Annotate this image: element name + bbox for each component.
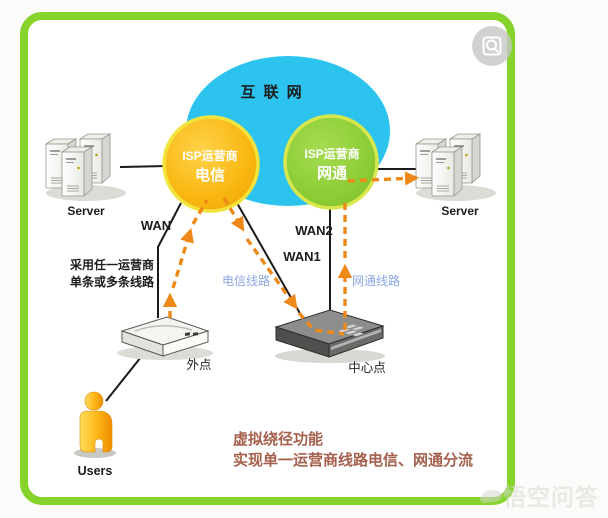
link-leftserver-telecom — [119, 165, 168, 168]
server-group-right: Server — [415, 133, 496, 218]
router-center: 中心点 — [274, 309, 386, 375]
server-tower-icon — [431, 146, 463, 197]
link-telecom-outer-wan — [157, 202, 182, 318]
server-left-label: Server — [67, 204, 105, 218]
operator-note-line1: 采用任一运营商 — [69, 257, 154, 272]
wukong-qa-watermark: 悟空问答 — [480, 484, 599, 510]
isp-telecom-circle: ISP运营商 电信 — [162, 115, 260, 213]
wan1-label: WAN1 — [283, 249, 321, 264]
wan-label: WAN — [141, 218, 171, 233]
arrow-uturn-in-center — [297, 311, 345, 336]
telecom-line-label: 电信线路 — [222, 273, 270, 288]
wukong-watermark-text: 悟空问答 — [503, 484, 599, 510]
isp-netcom-line2: 网通 — [317, 165, 347, 182]
isp-telecom-line2: 电信 — [195, 166, 225, 184]
isp-telecom-line1: ISP运营商 — [182, 148, 237, 163]
wukong-cloud-icon-bump — [480, 495, 492, 503]
caption-line2: 实现单一运营商线路电信、网通分流 — [233, 451, 473, 469]
caption: 虚拟绕径功能 实现单一运营商线路电信、网通分流 — [233, 430, 473, 469]
users-label: Users — [78, 464, 113, 478]
users-person-icon: Users — [74, 391, 116, 478]
traffic-arrows — [162, 171, 420, 336]
server-group-left: Server — [45, 133, 126, 218]
router-outer: 外点 — [117, 316, 213, 372]
operator-note: 采用任一运营商 单条或多条线路 — [69, 257, 155, 289]
link-users-outer — [105, 356, 142, 402]
router-outer-label: 外点 — [186, 358, 211, 372]
isp-netcom-line1: ISP运营商 — [304, 146, 359, 161]
image-search-watermark-icon — [472, 26, 512, 66]
internet-cloud-label: 互 联 网 — [240, 84, 303, 101]
arrow-telecom-to-center — [245, 238, 298, 310]
server-tower-icon — [61, 146, 93, 197]
caption-line1: 虚拟绕径功能 — [233, 430, 323, 448]
wan2-label: WAN2 — [295, 223, 333, 238]
server-right-label: Server — [441, 204, 479, 218]
arrow-outer-to-telecom — [171, 227, 194, 289]
arrow-telecom-down — [222, 197, 245, 232]
router-center-label: 中心点 — [348, 360, 386, 375]
netcom-line-label: 网通线路 — [352, 273, 400, 288]
arrow-outer-to-telecom-tail — [191, 199, 209, 225]
operator-note-line2: 单条或多条线路 — [70, 274, 155, 289]
isp-netcom-circle: ISP运营商 网通 — [283, 114, 379, 210]
